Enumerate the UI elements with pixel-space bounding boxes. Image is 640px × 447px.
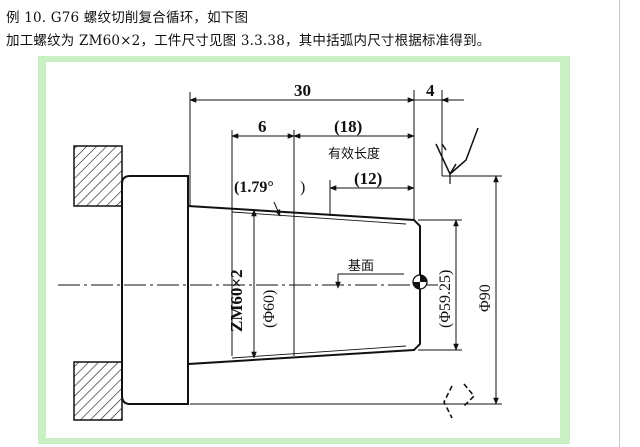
example-title: 例 10. G76 螺纹切削复合循环，如下图 xyxy=(6,10,249,26)
taper-angle-close: ) xyxy=(300,179,305,196)
thread-designation-label: ZM60×2 xyxy=(227,269,246,332)
threading-tool-body xyxy=(449,127,479,175)
page-frame: 例 10. G76 螺纹切削复合循环，如下图 加工螺纹为 ZM60×2，工件尺寸… xyxy=(6,0,620,447)
dia-90-label: Φ90 xyxy=(477,284,494,312)
chuck-jaw-upper xyxy=(73,145,123,207)
datum-quadrant-bl xyxy=(413,282,420,289)
dim-label-12: (12) xyxy=(354,169,382,188)
example-description: 加工螺纹为 ZM60×2，工件尺寸见图 3.3.38，其中括弧内尺寸根据标准得到… xyxy=(6,33,491,49)
thread-root-line-lower xyxy=(231,345,407,359)
thread-root-line-upper xyxy=(231,211,407,225)
tool-return-position xyxy=(443,383,476,419)
datum-quadrant-tr xyxy=(420,275,427,282)
workpiece-shoulder xyxy=(121,175,189,405)
thread-drawing-figure: 30 4 6 (18) 有效长度 (12) (1.79° ) ZM60×2 (Φ… xyxy=(38,56,570,444)
dim-label-6: 6 xyxy=(258,117,267,136)
taper-angle-label: (1.79° xyxy=(234,179,274,196)
taper-angle-arrow xyxy=(273,201,281,217)
dim-label-4: 4 xyxy=(426,81,435,100)
thread-drawing-svg: 30 4 6 (18) 有效长度 (12) (1.79° ) ZM60×2 (Φ… xyxy=(46,62,560,438)
dim-label-18: (18) xyxy=(334,117,362,136)
chuck-jaw-lower xyxy=(73,361,123,421)
base-plane-label: 基面 xyxy=(348,259,374,274)
dim-label-30: 30 xyxy=(294,81,311,100)
dia-59-25-label: (Φ59.25) xyxy=(437,270,454,328)
effective-length-label: 有效长度 xyxy=(328,146,380,162)
dia-60-label: (Φ60) xyxy=(261,290,278,328)
